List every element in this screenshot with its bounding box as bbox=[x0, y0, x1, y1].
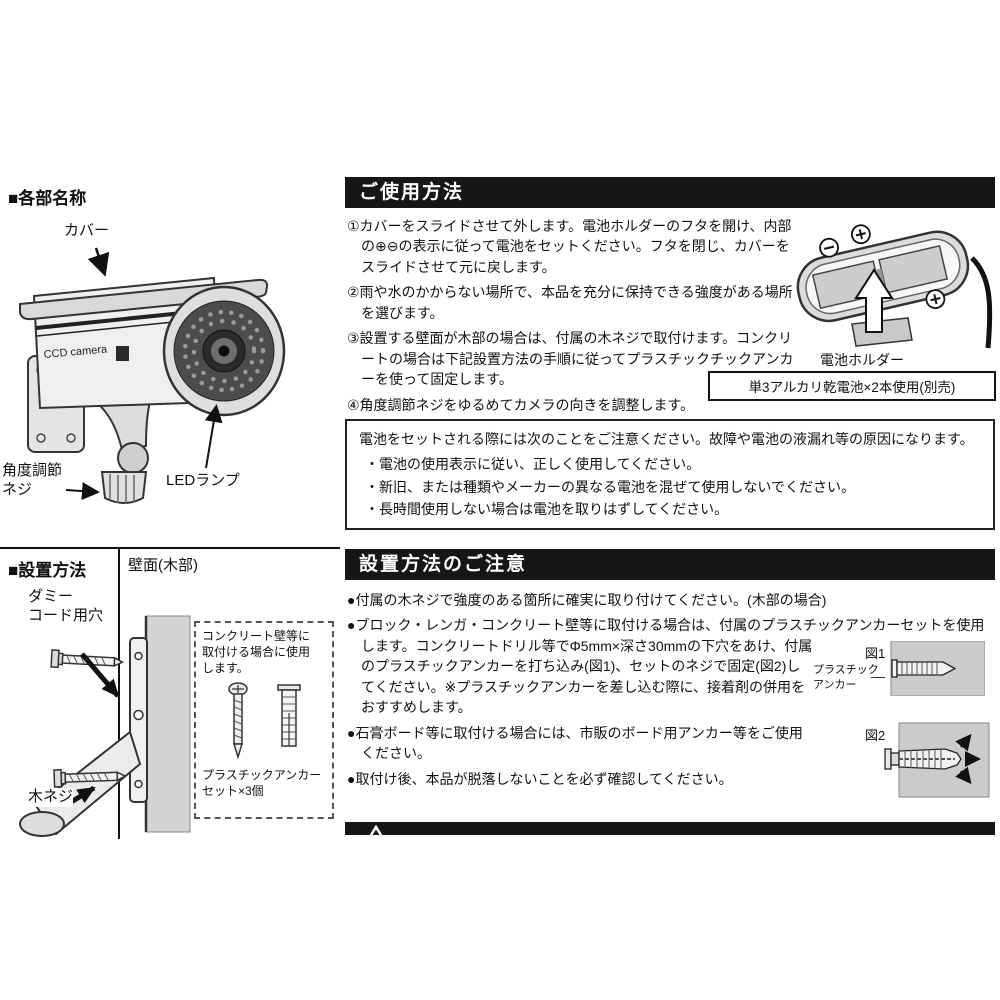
anchor-note: コンクリート壁等に 取付ける場合に使用 します。 bbox=[202, 629, 311, 676]
cover-arrow bbox=[87, 247, 110, 277]
camera-front-face bbox=[162, 285, 286, 417]
caution-item-2: ・新旧、または種類やメーカーの異なる電池を混ぜて使用しないでください。 bbox=[365, 478, 855, 495]
plus-mark-bottom bbox=[930, 294, 941, 305]
minus-mark bbox=[823, 245, 835, 250]
precautions-section-title: 設置方法のご注意 bbox=[359, 554, 528, 575]
led-arrow bbox=[204, 404, 223, 469]
usage-steps: ①カバーをスライドさせて外します。電池ホルダーのフタを開け、内部の⊕⊖の表示に従… bbox=[347, 216, 799, 420]
fig2-screw-in-anchor bbox=[884, 722, 990, 798]
usage-step-2: ②雨や水のかからない場所で、本品を充分に保持できる強度がある場所を選びます。 bbox=[347, 284, 793, 321]
figure-anchor-label: プラスチック アンカー bbox=[813, 664, 879, 691]
warning-triangle-icon bbox=[369, 825, 383, 835]
set-screw bbox=[228, 681, 248, 760]
wall-cross-section bbox=[145, 615, 191, 833]
battery-holder-label: 電池ホルダー bbox=[820, 352, 904, 368]
plus-mark-top bbox=[855, 229, 866, 240]
anchor-info-box: コンクリート壁等に 取付ける場合に使用 します。 プラスチックアンカー セット×… bbox=[194, 621, 334, 819]
caution-item-1: ・電池の使用表示に従い、正しく使用してください。 bbox=[365, 456, 701, 473]
plastic-anchor bbox=[277, 683, 301, 747]
camera-diagram-area: CCD camera カバー LEDランプ 角度調節 ネジ bbox=[0, 206, 340, 541]
usage-step-4: ④角度調節ネジをゆるめてカメラの向きを調整します。 bbox=[347, 396, 695, 413]
fig2-label: 図2 bbox=[865, 728, 886, 744]
battery-insert-arrow bbox=[854, 268, 894, 333]
camera-body-text: CCD camera bbox=[43, 343, 108, 361]
camera-lens bbox=[218, 345, 230, 357]
dummy-cord-label: ダミー コード用穴 bbox=[28, 588, 104, 626]
install-section-title: ■設置方法 bbox=[8, 561, 87, 580]
precaution-item-2: ●ブロック・レンガ・コンクリート壁等に取付ける場合は、付属のプラスチックアンカー… bbox=[347, 617, 985, 716]
led-ring-outer bbox=[182, 309, 266, 393]
battery-type-note: 単3アルカリ乾電池×2本使用(別売) bbox=[708, 371, 996, 401]
battery-caution-box: 電池をセットされる際には次のことをご注意ください。故障や電池の液漏れ等の原因にな… bbox=[345, 419, 995, 530]
usage-step-3: ③設置する壁面が木部の場合は、付属の木ネジで取付けます。コンクリートの場合は下記… bbox=[347, 330, 794, 388]
precautions-list: ●付属の木ネジで強度のある箇所に確実に取り付けてください。(木部の場合) 図1 … bbox=[347, 590, 995, 807]
fig1-anchor-in-wall bbox=[890, 641, 985, 697]
wall-surface-label: 壁面(木部) bbox=[128, 557, 198, 576]
security-camera-illustration: CCD camera bbox=[19, 247, 286, 504]
precautions-section-header: 設置方法のご注意 bbox=[345, 549, 995, 580]
led-ring-inner bbox=[191, 318, 257, 384]
wood-screw-lower bbox=[53, 768, 127, 788]
precaution-item-3: ●石膏ボード等に取付ける場合には、市販のボード用アンカー等をご使用ください。 bbox=[347, 724, 803, 762]
dummy-cord-hole bbox=[133, 709, 144, 721]
battery-holder-illustration bbox=[796, 224, 993, 349]
precaution-item-1: ●付属の木ネジで強度のある箇所に確実に取り付けてください。(木部の場合) bbox=[347, 592, 827, 608]
battery-2 bbox=[878, 244, 949, 294]
fig1-label: 図1 bbox=[865, 646, 886, 662]
angle-screw-arrow bbox=[65, 482, 100, 501]
anchor-pointer-line bbox=[871, 677, 885, 679]
caution-intro: 電池をセットされる際には次のことをご注意ください。故障や電池の液漏れ等の原因にな… bbox=[359, 431, 974, 447]
screw-and-anchor-illustration bbox=[228, 681, 301, 760]
anchor-set-label: プラスチックアンカー セット×3個 bbox=[202, 767, 322, 798]
bracket-arm bbox=[81, 393, 154, 504]
wood-screw-label: 木ネジ bbox=[28, 788, 74, 807]
usage-step-1: ①カバーをスライドさせて外します。電池ホルダーのフタを開け、内部の⊕⊖の表示に従… bbox=[347, 218, 792, 275]
precaution-item-4: ●取付け後、本品が脱落しないことを必ず確認してください。 bbox=[347, 770, 733, 787]
bracket-installation-illustration bbox=[19, 615, 191, 837]
camera-cable bbox=[970, 256, 993, 349]
warning-header-cutoff bbox=[345, 822, 995, 835]
parts-section-title: ■各部名称 bbox=[8, 189, 87, 208]
left-section-divider bbox=[0, 547, 340, 549]
usage-section-header: ご使用方法 bbox=[345, 177, 995, 208]
installation-figures: 図1 プラスチック アンカー 図2 bbox=[813, 641, 995, 807]
cover-label: カバー bbox=[64, 222, 110, 241]
caution-item-3: ・長時間使用しない場合は電池を取りはずしてください。 bbox=[365, 501, 729, 518]
camera-logo-mark bbox=[116, 346, 129, 361]
usage-section-title: ご使用方法 bbox=[359, 182, 465, 203]
dummy-cord-arrow bbox=[80, 652, 120, 698]
figure-float-spacer bbox=[994, 615, 995, 641]
led-lamp-label: LEDランプ bbox=[166, 472, 240, 491]
angle-screw-label: 角度調節 ネジ bbox=[2, 462, 63, 500]
